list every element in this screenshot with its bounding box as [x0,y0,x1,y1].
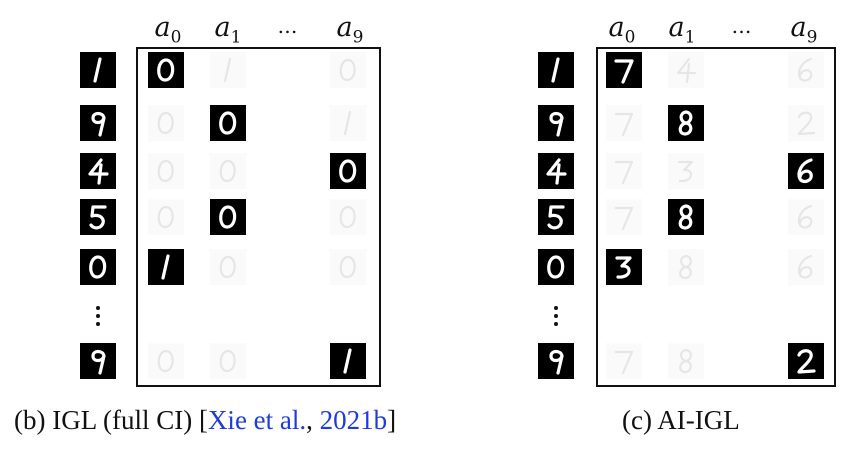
feedback-digit [148,199,184,235]
feedback-digit [788,52,824,88]
header-ellipsis: … [731,14,753,38]
context-digit [80,105,116,141]
context-digit [538,153,574,189]
selected-feedback-digit [330,343,366,379]
header-ellipsis: … [277,14,299,38]
feedback-digit [668,153,704,189]
caption-c: (c) AI-IGL [622,405,740,435]
context-digit [80,249,116,285]
feedback-digit [210,343,246,379]
selected-feedback-digit [668,199,704,235]
citation-year-link[interactable]: 2021b [319,405,388,435]
header-a1: a1 [668,12,696,48]
context-digit [538,249,574,285]
header-a0: a0 [608,12,636,48]
action-grid-frame [136,47,381,387]
feedback-digit [668,343,704,379]
row-ellipsis [80,298,116,334]
context-digit [538,343,574,379]
row-ellipsis [538,298,574,334]
feedback-digit [668,249,704,285]
feedback-digit [210,153,246,189]
selected-feedback-digit [668,105,704,141]
feedback-digit [148,343,184,379]
panel-ai-igl: a0 a1 … a9 (c) AI-IGL [470,0,856,454]
feedback-digit [210,52,246,88]
feedback-digit [330,52,366,88]
context-digit [80,343,116,379]
feedback-digit [788,105,824,141]
feedback-digit [148,105,184,141]
feedback-digit [788,249,824,285]
selected-feedback-digit [606,249,642,285]
selected-feedback-digit [148,249,184,285]
panel-igl-full-ci: a0 a1 … a9 (b) IGL (full CI) [Xie et al.… [14,12,397,435]
selected-feedback-digit [330,153,366,189]
feedback-digit [330,249,366,285]
selected-feedback-digit [788,153,824,189]
feedback-digit [330,199,366,235]
selected-feedback-digit [210,199,246,235]
feedback-digit [606,343,642,379]
feedback-digit [606,199,642,235]
feedback-digit [330,105,366,141]
selected-feedback-digit [148,52,184,88]
feedback-digit [210,249,246,285]
feedback-digit [606,153,642,189]
context-digit [538,52,574,88]
selected-feedback-digit [606,52,642,88]
selected-feedback-digit [788,343,824,379]
feedback-digit [606,105,642,141]
citation-link[interactable]: Xie et al. [207,405,307,435]
context-digit [538,105,574,141]
header-a9: a9 [336,12,364,48]
feedback-digit [148,153,184,189]
context-digit [80,153,116,189]
header-a9: a9 [790,12,818,48]
context-digit [80,52,116,88]
selected-feedback-digit [210,105,246,141]
action-grid-frame [596,47,836,387]
context-digit [80,199,116,235]
header-a0: a0 [154,12,182,48]
header-a1: a1 [214,12,242,48]
context-digit [538,199,574,235]
feedback-digit [668,52,704,88]
feedback-digit [788,199,824,235]
caption-b: (b) IGL (full CI) [Xie et al., 2021b] [14,405,397,435]
